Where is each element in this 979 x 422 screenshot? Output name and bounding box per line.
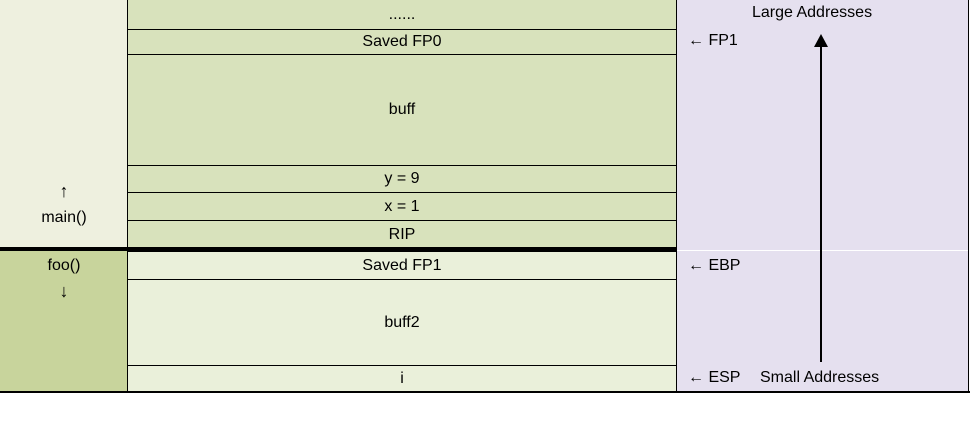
stack-cell-saved-fp0: Saved FP0 — [127, 29, 677, 55]
address-panel-divider — [677, 250, 968, 251]
table-bottom-border — [0, 391, 970, 393]
main-frame-label: main() — [41, 209, 87, 226]
stack-cell-buff: buff — [127, 54, 677, 166]
small-addresses-label: Small Addresses — [760, 369, 880, 386]
fp1-pointer-label: ← FP1 — [688, 32, 738, 49]
stack-cell-i: i — [127, 365, 677, 392]
stack-cell-buff2: buff2 — [127, 279, 677, 366]
stack-cell-y: y = 9 — [127, 165, 677, 193]
esp-pointer-label: ← ESP — [688, 369, 741, 386]
foo-frame-block — [0, 250, 128, 392]
stack-cell-rip: RIP — [127, 220, 677, 250]
stack-cell-x: x = 1 — [127, 192, 677, 221]
address-panel — [676, 0, 969, 392]
foo-frame-label: foo() — [47, 257, 81, 274]
main-up-arrow: ↑ — [59, 181, 69, 201]
main-frame-block — [0, 0, 128, 250]
large-addresses-label: Large Addresses — [752, 4, 873, 21]
address-growth-arrow — [814, 34, 828, 362]
stack-cell-ellipsis: ...... — [127, 0, 677, 30]
ebp-pointer-label: ← EBP — [688, 257, 741, 274]
frame-divider — [0, 247, 677, 251]
stack-cell-saved-fp1: Saved FP1 — [127, 251, 677, 280]
foo-down-arrow: ↓ — [59, 281, 69, 301]
